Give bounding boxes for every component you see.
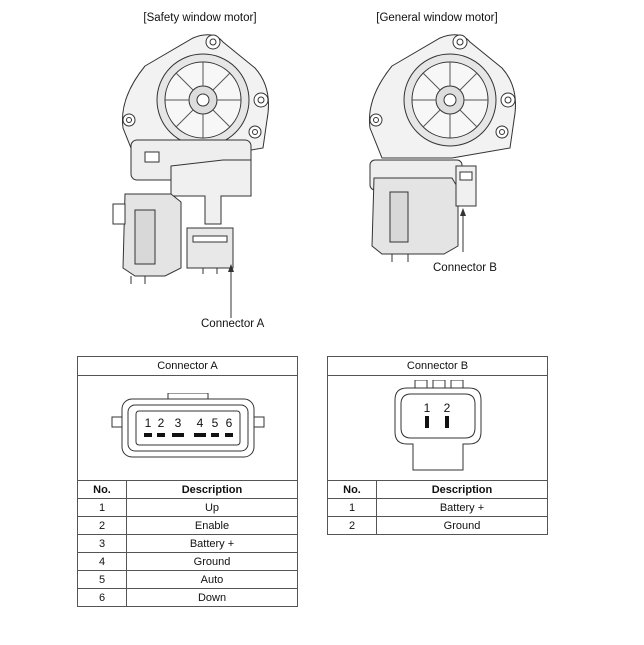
connector-b-pin — [444, 416, 449, 428]
connector-a-no-cell: 3 — [77, 534, 127, 553]
connector-a-pin-label: 5 — [211, 416, 218, 430]
connector-b-no-cell: 1 — [327, 498, 377, 517]
connector-a-table: Connector A 1 2 3 4 — [77, 356, 298, 607]
general-motor-caption: [General window motor] — [376, 12, 498, 24]
general-window-motor-drawing — [368, 34, 516, 262]
connector-a-description-cell: Up — [126, 498, 298, 517]
connector-b-pin — [424, 416, 429, 428]
connector-a-pin-label: 6 — [225, 416, 232, 430]
table-row: 5 Auto — [77, 570, 298, 589]
connector-b-pin-label: 1 — [423, 401, 430, 415]
connector-a-no-cell: 4 — [77, 552, 127, 571]
table-row: 1 Battery + — [327, 498, 548, 517]
connector-b-title: Connector B — [327, 356, 548, 376]
table-row: 6 Down — [77, 588, 298, 607]
connector-a-face-drawing: 1 2 3 4 5 6 — [111, 393, 264, 458]
connector-a-pin-label: 1 — [144, 416, 151, 430]
connector-a-pin — [143, 433, 152, 437]
safety-window-motor-drawing — [112, 34, 269, 318]
connector-a-no-cell: 6 — [77, 588, 127, 607]
connector-a-callout: Connector A — [201, 318, 265, 330]
table-row: 1 Up — [77, 498, 298, 517]
connector-a-figure: 1 2 3 4 5 6 — [77, 375, 298, 481]
connector-a-description-cell: Auto — [126, 570, 298, 589]
connector-a-pin — [171, 433, 184, 437]
connector-b-description-cell: Battery + — [376, 498, 548, 517]
connector-a-pin — [156, 433, 165, 437]
connector-b-no-header: No. — [327, 480, 377, 499]
connector-b-callout: Connector B — [433, 262, 497, 274]
connector-a-description-header: Description — [126, 480, 298, 499]
connector-a-description-cell: Battery + — [126, 534, 298, 553]
table-row: 2 Ground — [327, 516, 548, 535]
connector-a-pin — [224, 433, 233, 437]
connector-a-description-cell: Enable — [126, 516, 298, 535]
table-row: 3 Battery + — [77, 534, 298, 553]
connector-b-face-drawing: 1 2 — [394, 380, 481, 471]
connector-a-pin — [193, 433, 206, 437]
connector-b-table: Connector B 1 2 — [327, 356, 548, 535]
connector-a-description-cell: Ground — [126, 552, 298, 571]
safety-motor-caption: [Safety window motor] — [143, 12, 257, 24]
connector-a-pin-label: 2 — [157, 416, 164, 430]
connector-b-figure: 1 2 — [327, 375, 548, 481]
table-row: 4 Ground — [77, 552, 298, 571]
connector-a-no-header: No. — [77, 480, 127, 499]
connector-b-description-cell: Ground — [376, 516, 548, 535]
connector-a-pin — [210, 433, 219, 437]
connector-a-no-cell: 1 — [77, 498, 127, 517]
connector-b-no-cell: 2 — [327, 516, 377, 535]
connector-a-pin-label: 4 — [196, 416, 203, 430]
connector-b-description-header: Description — [376, 480, 548, 499]
table-row: 2 Enable — [77, 516, 298, 535]
connector-a-pin-label: 3 — [174, 416, 181, 430]
connector-a-description-cell: Down — [126, 588, 298, 607]
connector-a-title: Connector A — [77, 356, 298, 376]
connector-b-pin-label: 2 — [443, 401, 450, 415]
connector-a-no-cell: 5 — [77, 570, 127, 589]
connector-a-no-cell: 2 — [77, 516, 127, 535]
